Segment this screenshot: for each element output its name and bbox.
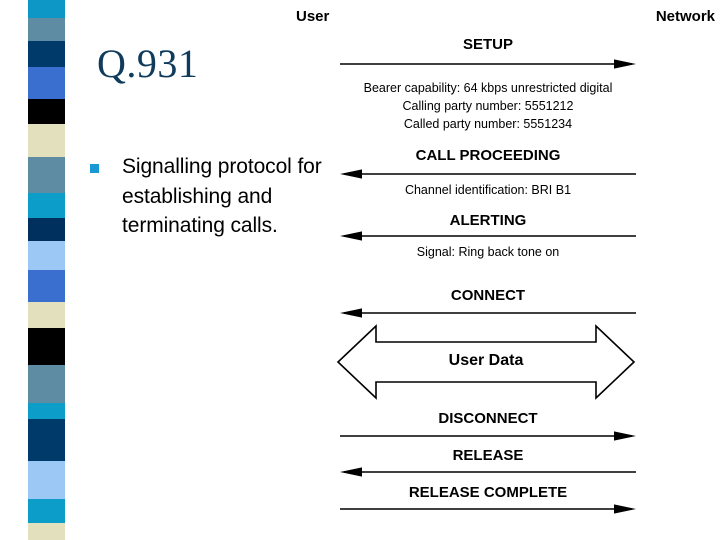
message-arrow — [340, 166, 636, 179]
arrow-right-icon — [340, 431, 636, 441]
color-band — [28, 18, 65, 41]
message-note: Bearer capability: 64 kbps unrestricted … — [363, 81, 613, 95]
message-arrow — [340, 464, 636, 477]
call-flow-diagram: User Network SETUP Bearer capability: 64 … — [280, 0, 720, 540]
message-arrow — [340, 501, 636, 514]
color-band — [28, 124, 65, 157]
endpoint-label-user: User — [296, 8, 330, 25]
message-arrow — [340, 228, 636, 241]
color-band — [28, 499, 65, 523]
message-label: CONNECT — [450, 287, 526, 304]
message-label: SETUP — [462, 36, 513, 53]
message-note: Channel identification: BRI B1 — [404, 183, 572, 197]
color-band — [28, 67, 65, 99]
color-band — [28, 365, 65, 403]
arrow-left-icon — [340, 169, 636, 179]
user-data-arrow-shape — [336, 324, 636, 400]
color-band — [28, 403, 65, 419]
message-label: RELEASE — [452, 447, 524, 464]
endpoint-label-network: Network — [655, 8, 715, 25]
message-note: Called party number: 5551234 — [403, 117, 573, 131]
double-headed-arrow-icon — [336, 324, 636, 400]
color-band — [28, 302, 65, 328]
bullet-text: Signalling protocol for establishing and… — [122, 155, 322, 237]
color-band — [28, 157, 65, 193]
color-band — [28, 461, 65, 499]
message-label: CALL PROCEEDING — [415, 147, 561, 164]
message-label: RELEASE COMPLETE — [408, 484, 568, 501]
color-band — [28, 523, 65, 540]
color-band — [28, 241, 65, 270]
message-label: ALERTING — [449, 212, 527, 229]
square-bullet-icon — [90, 164, 99, 173]
color-band — [28, 270, 65, 302]
message-note: Signal: Ring back tone on — [416, 245, 560, 259]
arrow-left-icon — [340, 231, 636, 241]
message-arrow — [340, 56, 636, 69]
message-note: Calling party number: 5551212 — [402, 99, 574, 113]
color-band — [28, 218, 65, 241]
arrow-right-icon — [340, 59, 636, 69]
user-data-label: User Data — [448, 352, 524, 369]
arrow-right-icon — [340, 504, 636, 514]
arrow-left-icon — [340, 308, 636, 318]
message-label: DISCONNECT — [438, 410, 538, 427]
arrow-left-icon — [340, 467, 636, 477]
decorative-color-bar — [28, 0, 65, 540]
color-band — [28, 328, 65, 365]
page-title: Q.931 — [97, 41, 199, 86]
color-band — [28, 0, 65, 18]
color-band — [28, 41, 65, 67]
color-band — [28, 193, 65, 218]
color-band — [28, 99, 65, 124]
message-arrow — [340, 428, 636, 441]
message-arrow — [340, 305, 636, 318]
color-band — [28, 419, 65, 461]
